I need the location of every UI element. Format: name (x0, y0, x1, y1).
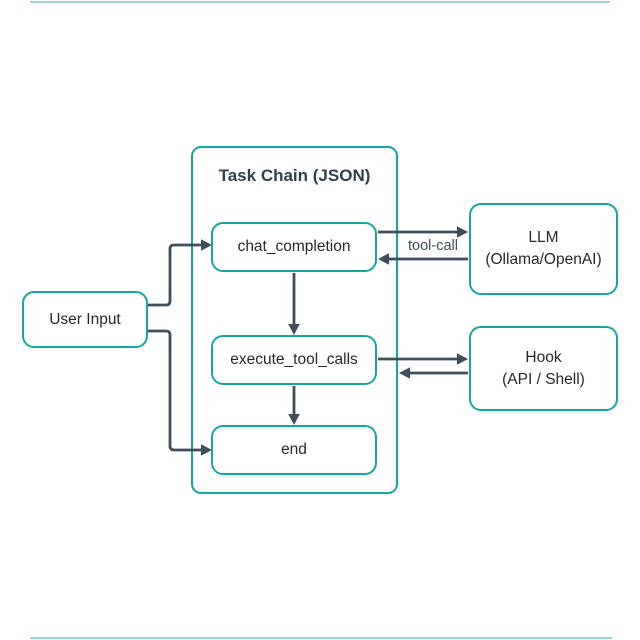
node-user-input: User Input (22, 291, 148, 348)
node-user-input-label: User Input (49, 310, 121, 328)
edge-execute-to-end (288, 386, 300, 425)
node-end: end (211, 425, 377, 475)
node-end-label: end (281, 441, 307, 458)
canvas-edge-line-top (30, 1, 610, 3)
node-llm: LLM (Ollama/OpenAI) (469, 203, 618, 295)
canvas-edge-line-bottom (30, 637, 612, 639)
edge-user-to-end-arrowhead (201, 444, 212, 456)
edge-llm-to-chat (378, 253, 468, 265)
node-hook-label-line2: (API / Shell) (502, 370, 585, 388)
edge-chat-to-llm-arrowhead (457, 226, 468, 238)
node-execute-tool-calls-label: execute_tool_calls (230, 351, 358, 368)
edge-chat-to-llm (378, 226, 468, 238)
edge-chat-to-execute (288, 273, 300, 335)
edge-hook-to-execute-arrowhead (399, 367, 410, 379)
edge-user-to-chat (148, 239, 212, 307)
edge-user-to-end (148, 329, 212, 456)
node-llm-label-line2: (Ollama/OpenAI) (485, 251, 602, 268)
node-llm-label-line1: LLM (528, 229, 559, 246)
edge-execute-to-hook-arrowhead (457, 353, 468, 365)
node-chat-completion: chat_completion (211, 222, 377, 272)
node-execute-tool-calls: execute_tool_calls (211, 335, 377, 385)
edge-llm-to-chat-arrowhead (378, 253, 389, 265)
edge-user-to-chat-arrowhead (201, 239, 212, 251)
node-chat-completion-label: chat_completion (237, 238, 351, 255)
edge-execute-to-hook (378, 353, 468, 365)
edge-hook-to-execute (399, 367, 468, 379)
edge-label-tool-call: tool-call (408, 238, 458, 254)
edge-user-to-chat-line (148, 243, 202, 307)
node-hook: Hook (API / Shell) (469, 326, 618, 411)
edge-chat-to-execute-arrowhead (288, 324, 300, 335)
node-hook-label-line1: Hook (525, 348, 562, 366)
edge-user-to-end-line (148, 329, 202, 452)
edge-execute-to-end-arrowhead (288, 414, 300, 425)
task-chain-title: Task Chain (JSON) (218, 166, 371, 185)
